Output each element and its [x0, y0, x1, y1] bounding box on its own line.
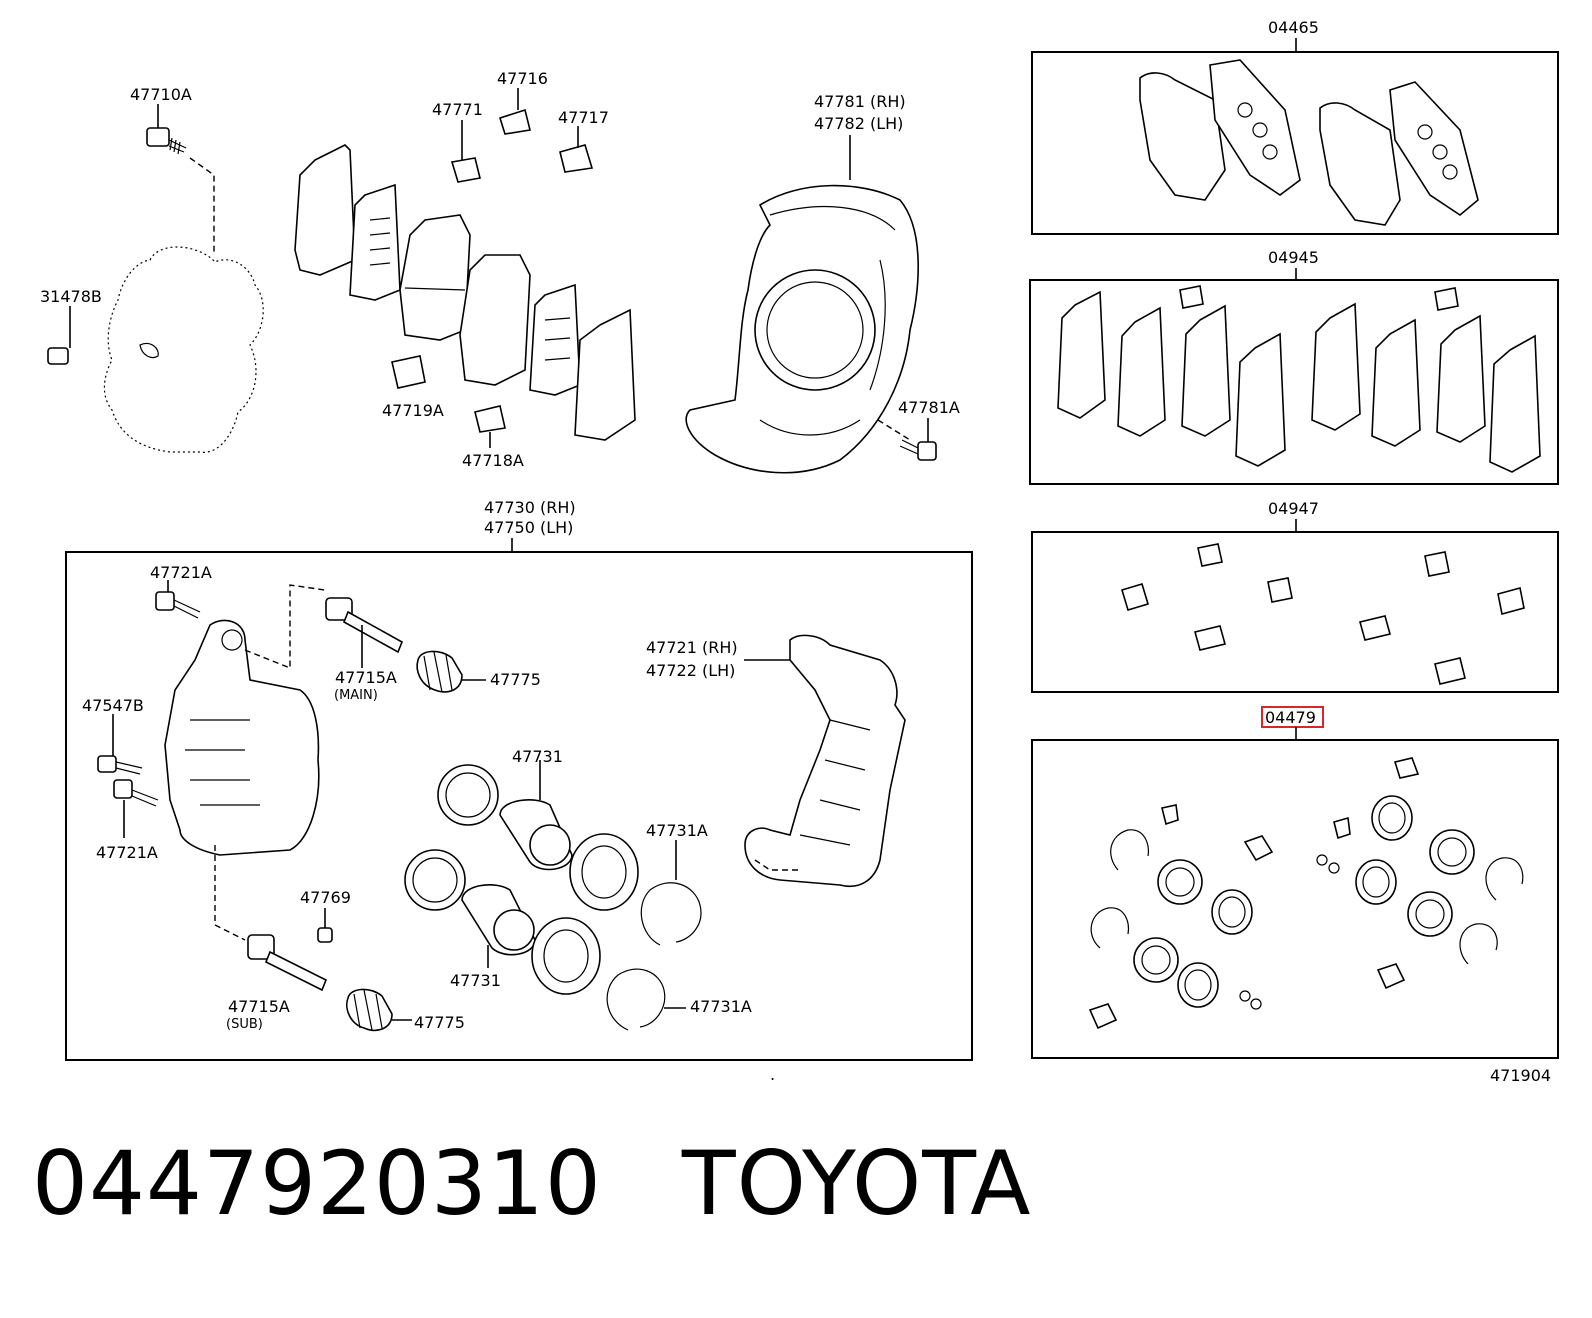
kit-04465-pads [1139, 59, 1479, 226]
kit-label-04465: 04465 [1268, 18, 1319, 37]
label-47716: 47716 [497, 69, 548, 88]
dust-cover [685, 135, 919, 474]
kit-label-04947: 04947 [1268, 499, 1319, 518]
bolt-47721A-top [155, 580, 201, 619]
label-47710A: 47710A [130, 85, 192, 104]
label-47781: 47781 (RH) [814, 92, 906, 111]
clip-47771 [450, 120, 481, 183]
label-47750: 47750 (LH) [484, 518, 573, 537]
label-47547B: 47547B [82, 696, 144, 715]
stray-dot: . [770, 1065, 775, 1084]
kit-04479-seals [1088, 757, 1524, 1030]
bolt-47721A-bottom [113, 779, 159, 838]
caliper-housing-sketch [103, 157, 264, 453]
kit-box-04945 [1029, 279, 1559, 485]
label-47769: 47769 [300, 888, 351, 907]
label-47722: 47722 (LH) [646, 661, 735, 680]
clip-47719A [391, 355, 426, 389]
shim-group-top [294, 144, 636, 441]
label-47719A: 47719A [382, 401, 444, 420]
label-47731: 47731 [450, 971, 501, 990]
label-47715A: 47715A [335, 668, 397, 687]
piston-47731-top [499, 760, 573, 871]
label-sub: (SUB) [226, 1017, 263, 1032]
boot-47775-bottom [346, 988, 412, 1032]
label-47715A-sub: 47715A [228, 997, 290, 1016]
retaining-ring-47731A-bottom [606, 968, 686, 1031]
caliper-assembly-frame [65, 551, 973, 1061]
kit-box-04947 [1031, 531, 1559, 693]
bolt-47781A [877, 418, 937, 461]
figure-number: 471904 [1490, 1066, 1551, 1085]
kit-box-04465 [1031, 51, 1559, 235]
piston-seals [404, 764, 499, 911]
part-number: 0447920310 [32, 1132, 602, 1235]
retaining-ring-47731A-top [640, 840, 702, 946]
label-47731-top: 47731 [512, 747, 563, 766]
label-47731A-bottom: 47731A [690, 997, 752, 1016]
kit-04945-shims [1057, 285, 1541, 473]
label-47782: 47782 (LH) [814, 114, 903, 133]
bleeder-47547B [97, 714, 143, 775]
highlight-box-04479 [1261, 706, 1324, 728]
clip-47717 [559, 126, 594, 173]
kit-box-04479 [1031, 739, 1559, 1059]
label-main: (MAIN) [334, 688, 378, 703]
brand-name: TOYOTA [681, 1132, 1032, 1235]
bolt-47710A [146, 104, 187, 155]
bolt-31478B [47, 306, 71, 365]
label-47771: 47771 [432, 100, 483, 119]
label-47781A: 47781A [898, 398, 960, 417]
label-47731A-top: 47731A [646, 821, 708, 840]
piston-47731 [461, 884, 536, 968]
pin-47715A-main [325, 597, 404, 668]
piston-boots [531, 833, 639, 995]
label-31478B: 31478B [40, 287, 102, 306]
clip-47718A [474, 405, 506, 448]
clip-47716 [498, 88, 531, 135]
label-47730: 47730 (RH) [484, 498, 576, 517]
kit-label-04945: 04945 [1268, 248, 1319, 267]
caliper-mounting [744, 634, 906, 887]
pin-47715A-sub [247, 934, 328, 992]
label-47775-bottom: 47775 [414, 1013, 465, 1032]
cap-47769 [317, 908, 333, 943]
label-47721: 47721 (RH) [646, 638, 738, 657]
label-47718A: 47718A [462, 451, 524, 470]
label-47717: 47717 [558, 108, 609, 127]
label-47775-top: 47775 [490, 670, 541, 689]
caliper-body [164, 584, 326, 941]
label-47721A-bottom: 47721A [96, 843, 158, 862]
kit-04947-clips [1121, 543, 1525, 685]
kit-label-04479: 04479 [1265, 708, 1316, 727]
label-47721A-top: 47721A [150, 563, 212, 582]
boot-47775-top [416, 650, 486, 693]
